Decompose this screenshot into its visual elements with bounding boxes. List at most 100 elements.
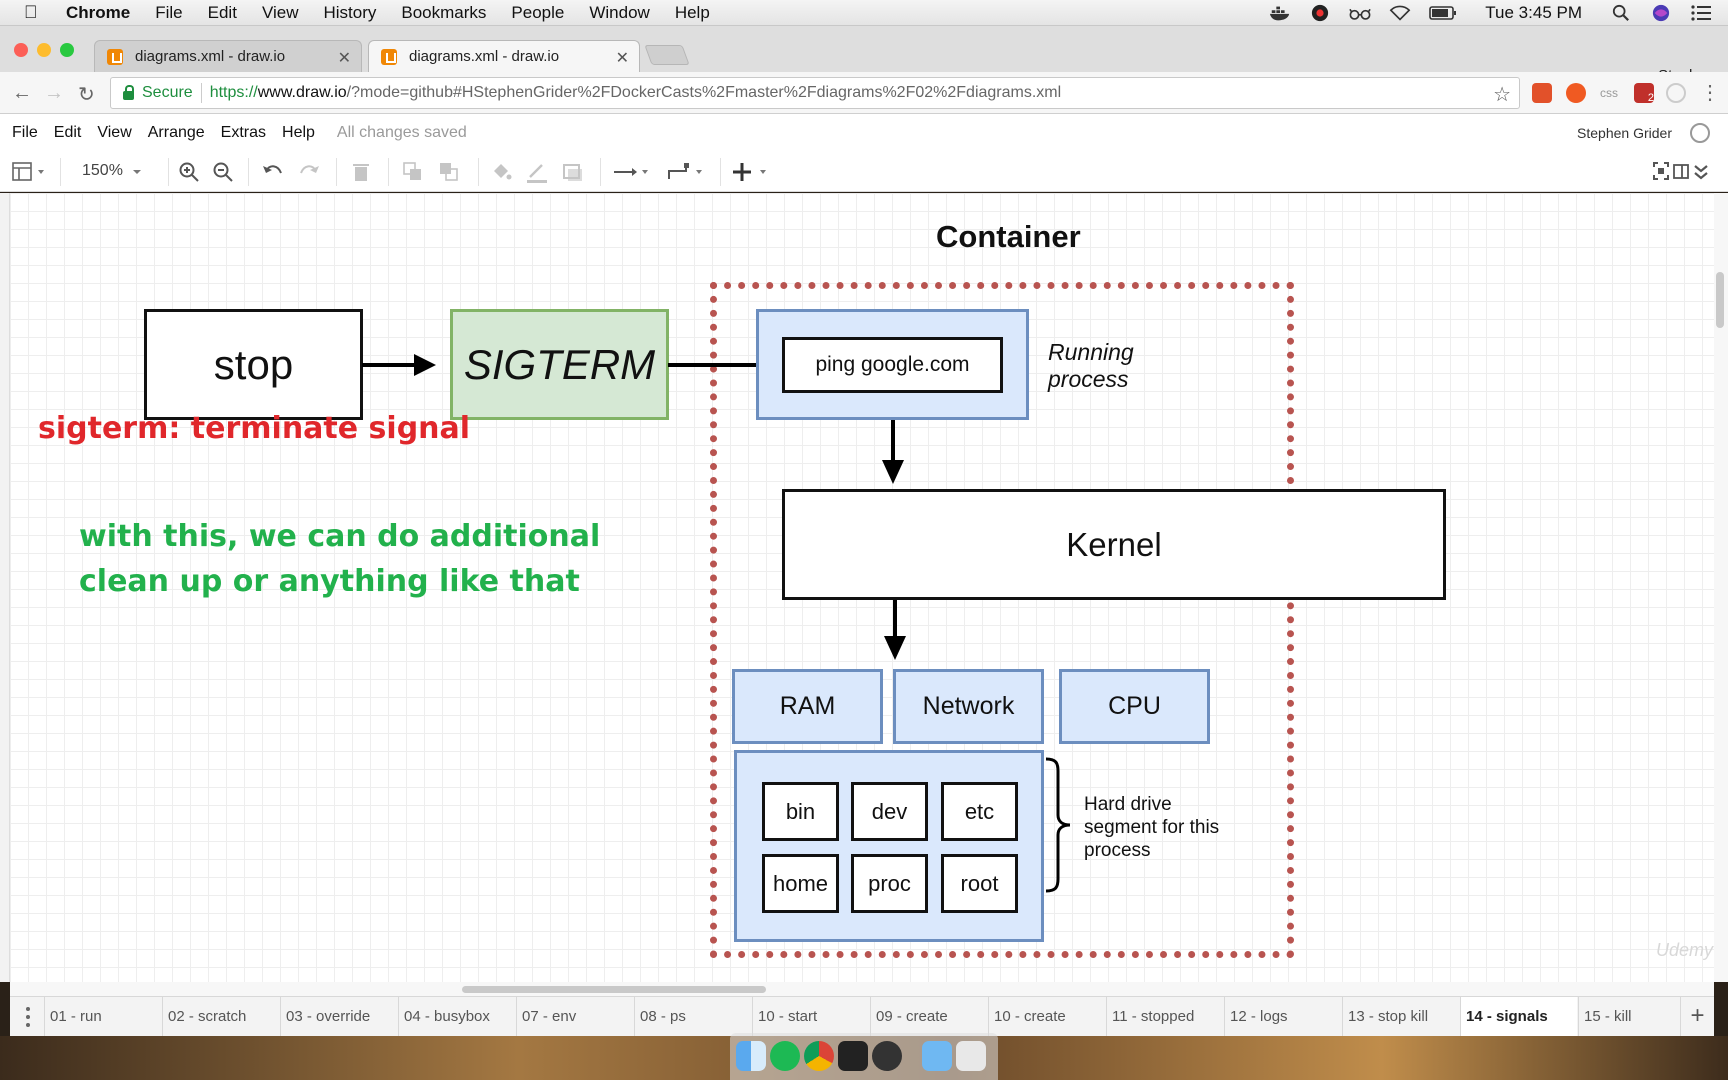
window-minimize-button[interactable] <box>37 43 51 57</box>
arrow-kernel-to-resources[interactable] <box>893 600 897 638</box>
folder-dev[interactable]: dev <box>851 782 928 841</box>
forward-arrow-icon[interactable]: → <box>44 82 64 104</box>
folder-proc[interactable]: proc <box>851 854 928 913</box>
zoom-level-select[interactable]: 150% <box>82 162 123 179</box>
page-tab[interactable]: 11 - stopped <box>1106 997 1223 1037</box>
recording-icon[interactable] <box>1309 4 1331 22</box>
page-tab-current[interactable]: 14 - signals <box>1460 997 1577 1037</box>
back-arrow-icon[interactable]: ← <box>12 82 32 104</box>
folder-root[interactable]: root <box>941 854 1018 913</box>
docker-icon[interactable] <box>1269 4 1291 22</box>
toggle-panel-icon[interactable] <box>1672 161 1690 183</box>
page-tab[interactable]: 15 - kill <box>1578 997 1678 1037</box>
page-tab[interactable]: 02 - scratch <box>162 997 279 1037</box>
extension-icon[interactable] <box>1666 83 1686 103</box>
page-tab[interactable]: 03 - override <box>280 997 397 1037</box>
fill-color-icon[interactable] <box>490 161 512 183</box>
vertical-scroll-thumb[interactable] <box>1716 272 1724 328</box>
collapse-chevron-icon[interactable] <box>1692 161 1710 183</box>
page-tab[interactable]: 07 - env <box>516 997 633 1037</box>
page-tab[interactable]: 10 - start <box>752 997 869 1037</box>
sigterm-box[interactable]: SIGTERM <box>450 309 669 420</box>
menu-help[interactable]: Help <box>674 2 710 22</box>
page-tab[interactable]: 08 - ps <box>634 997 751 1037</box>
menu-view[interactable]: View <box>261 2 299 22</box>
close-tab-icon[interactable]: ✕ <box>337 50 351 67</box>
sidebar-collapsed-gutter[interactable] <box>0 193 10 982</box>
horizontal-scroll-thumb[interactable] <box>462 986 766 993</box>
menubar-clock[interactable]: Tue 3:45 PM <box>1485 3 1582 22</box>
browser-tab-1[interactable]: diagrams.xml - draw.io ✕ <box>94 40 362 72</box>
page-tab[interactable]: 12 - logs <box>1224 997 1341 1037</box>
spotify-icon[interactable] <box>770 1041 800 1071</box>
drawio-menu-file[interactable]: File <box>12 124 38 141</box>
kernel-box[interactable]: Kernel <box>782 489 1446 600</box>
reload-icon[interactable]: ↻ <box>78 84 95 106</box>
menu-app[interactable]: Chrome <box>66 2 131 22</box>
sigterm-definition-note[interactable]: sigterm: terminate signal <box>38 411 471 446</box>
extension-icon[interactable] <box>1532 83 1552 103</box>
drawio-menu-edit[interactable]: Edit <box>53 124 82 141</box>
menu-edit[interactable]: Edit <box>207 2 237 22</box>
drawio-menu-extras[interactable]: Extras <box>220 124 267 141</box>
page-tab[interactable]: 13 - stop kill <box>1342 997 1459 1037</box>
notification-center-icon[interactable] <box>1690 4 1712 22</box>
folder-icon[interactable] <box>922 1041 952 1071</box>
arrow-sigterm-to-process[interactable] <box>668 363 768 367</box>
drawio-menu-arrange[interactable]: Arrange <box>147 124 205 141</box>
menu-history[interactable]: History <box>323 2 377 22</box>
battery-icon[interactable] <box>1429 4 1457 22</box>
arrow-process-to-kernel[interactable] <box>891 420 895 462</box>
vertical-scrollbar[interactable] <box>1714 193 1728 982</box>
hard-drive-brace[interactable] <box>1044 757 1074 893</box>
folder-bin[interactable]: bin <box>762 782 839 841</box>
trash-icon[interactable] <box>956 1041 986 1071</box>
folder-home[interactable]: home <box>762 854 839 913</box>
container-title[interactable]: Container <box>936 219 1081 254</box>
close-tab-icon[interactable]: ✕ <box>615 50 629 67</box>
new-tab-button[interactable] <box>644 45 690 65</box>
redo-icon[interactable] <box>298 161 320 183</box>
menu-bookmarks[interactable]: Bookmarks <box>401 2 487 22</box>
bookmark-star-icon[interactable]: ☆ <box>1493 84 1511 106</box>
running-process-box[interactable]: ping google.com <box>756 309 1029 420</box>
chrome-menu-icon[interactable]: ⋮ <box>1700 82 1720 104</box>
window-zoom-button[interactable] <box>60 43 74 57</box>
folder-etc[interactable]: etc <box>941 782 1018 841</box>
pages-menu-icon[interactable] <box>26 1007 30 1027</box>
page-tab[interactable]: 10 - create <box>988 997 1105 1037</box>
fullscreen-icon[interactable] <box>1652 161 1670 183</box>
page-tab[interactable]: 09 - create <box>870 997 987 1037</box>
ublock-icon[interactable]: 2 <box>1634 83 1654 104</box>
drawio-menu-view[interactable]: View <box>97 124 132 141</box>
waypoints-icon[interactable] <box>666 161 706 183</box>
line-color-icon[interactable] <box>526 161 548 183</box>
network-box[interactable]: Network <box>893 669 1044 744</box>
user-menu[interactable]: Stephen Grider <box>1577 125 1672 141</box>
ram-box[interactable]: RAM <box>732 669 883 744</box>
cpu-box[interactable]: CPU <box>1059 669 1210 744</box>
container-boundary[interactable] <box>710 282 1294 958</box>
browser-tab-2[interactable]: diagrams.xml - draw.io ✕ <box>368 40 640 72</box>
siri-icon[interactable] <box>1650 4 1672 22</box>
horizontal-scrollbar[interactable] <box>10 982 1714 996</box>
page-tab[interactable]: 01 - run <box>44 997 161 1037</box>
glasses-icon[interactable] <box>1349 4 1372 22</box>
spotlight-search-icon[interactable] <box>1610 4 1632 22</box>
chrome-icon[interactable] <box>804 1041 834 1071</box>
zoom-dropdown-icon[interactable] <box>132 161 142 183</box>
language-globe-icon[interactable] <box>1690 123 1710 143</box>
shadow-icon[interactable] <box>562 161 584 183</box>
connection-style-icon[interactable] <box>612 161 652 183</box>
wifi-icon[interactable] <box>1389 4 1411 22</box>
page-tab[interactable]: 04 - busybox <box>398 997 515 1037</box>
apple-icon[interactable]:  <box>24 2 46 23</box>
drawio-menu-help[interactable]: Help <box>282 124 315 141</box>
brave-shield-icon[interactable] <box>1566 83 1586 103</box>
menu-window[interactable]: Window <box>589 2 650 22</box>
arrow-stop-to-sigterm[interactable] <box>362 363 416 367</box>
terminal-icon[interactable] <box>838 1041 868 1071</box>
cleanup-note[interactable]: with this, we can do additional clean up… <box>79 519 601 599</box>
format-panel-icon[interactable] <box>12 161 46 183</box>
css-extension-icon[interactable]: css <box>1600 86 1618 100</box>
